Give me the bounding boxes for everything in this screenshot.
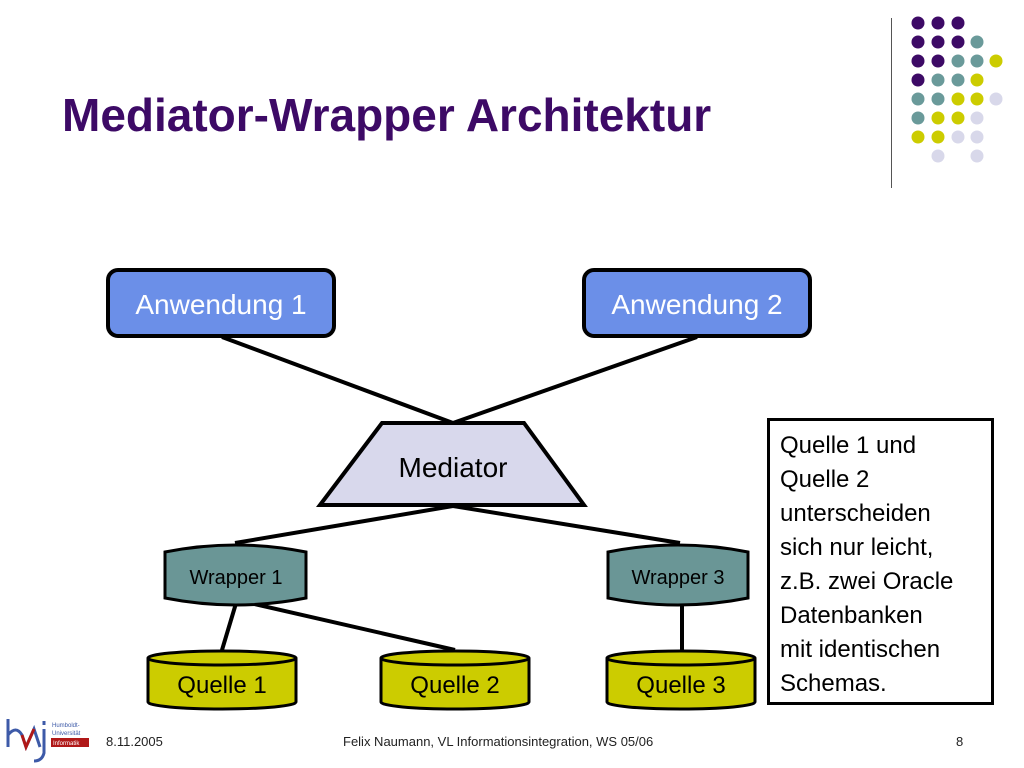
dot	[970, 54, 984, 68]
dot	[911, 130, 925, 144]
footer-date: 8.11.2005	[106, 734, 163, 749]
application-label: Anwendung 2	[611, 289, 782, 320]
note-line: Quelle 2	[780, 466, 870, 493]
logo-text: Informatik	[53, 741, 80, 747]
source-node-2: Quelle 2	[379, 649, 531, 711]
footer-center-text: Felix Naumann, VL Informationsintegratio…	[343, 734, 654, 749]
dot	[911, 16, 925, 30]
edge-app1-mediator	[221, 335, 454, 425]
dot	[931, 73, 945, 87]
dot	[931, 111, 945, 125]
wrapper-label: Wrapper 1	[189, 567, 282, 589]
dot	[931, 149, 945, 163]
note-line: sich nur leicht,	[780, 534, 934, 561]
note-line: unterscheiden	[780, 500, 931, 527]
logo-red-accent	[20, 728, 36, 752]
note-line: Datenbanken	[780, 602, 923, 629]
application-node-1: Anwendung 1	[106, 268, 336, 338]
application-label: Anwendung 1	[135, 289, 306, 320]
title-divider-line	[891, 18, 892, 188]
wrapper-node-1: Wrapper 1	[163, 543, 308, 607]
logo-text: Humboldt-	[52, 723, 80, 729]
edge-wrapper1-source2	[236, 598, 456, 652]
dot	[970, 149, 984, 163]
dot	[911, 54, 925, 68]
note-line: mit identischen	[780, 636, 941, 663]
dot	[951, 130, 965, 144]
note-line: Schemas.	[780, 670, 887, 697]
dot	[931, 16, 945, 30]
wrapper-node-3: Wrapper 3	[606, 543, 750, 607]
edge-mediator-wrapper3	[452, 504, 681, 545]
dot	[951, 54, 965, 68]
dot	[970, 111, 984, 125]
dot	[931, 35, 945, 49]
dot	[970, 130, 984, 144]
logo-text: Universität	[52, 731, 81, 737]
logo-text-bg	[51, 738, 89, 747]
footer-page-number: 8	[956, 734, 964, 749]
mediator-label: Mediator	[399, 452, 508, 483]
source-label: Quelle 2	[410, 672, 499, 699]
dot	[951, 16, 965, 30]
dot	[931, 130, 945, 144]
connectors	[220, 335, 698, 652]
dot	[970, 35, 984, 49]
dot	[931, 54, 945, 68]
dot	[970, 73, 984, 87]
wrapper-label: Wrapper 3	[631, 567, 724, 589]
note-line: Quelle 1 und	[780, 432, 917, 459]
dot	[911, 73, 925, 87]
dot	[951, 111, 965, 125]
dot	[911, 35, 925, 49]
source-label: Quelle 1	[177, 672, 266, 699]
note-box: Quelle 1 und Quelle 2 unterscheiden sich…	[767, 418, 994, 705]
dot	[911, 111, 925, 125]
mediator-node: Mediator	[315, 421, 588, 507]
application-node-2: Anwendung 2	[582, 268, 812, 338]
logo-hi-mark	[6, 719, 46, 763]
source-node-3: Quelle 3	[605, 649, 757, 711]
edge-app2-mediator	[452, 335, 698, 425]
dot	[951, 35, 965, 49]
dot	[911, 92, 925, 106]
dot	[970, 92, 984, 106]
decorative-dot-grid	[911, 16, 1003, 163]
note-line: z.B. zwei Oracle	[780, 568, 954, 595]
dot	[951, 92, 965, 106]
university-logo: Humboldt- Universität Informatik	[6, 719, 89, 763]
slide-title: Mediator-Wrapper Architektur	[62, 89, 712, 141]
dot	[989, 54, 1003, 68]
edge-wrapper1-source1	[220, 599, 239, 651]
source-node-1: Quelle 1	[146, 649, 298, 711]
dot	[989, 92, 1003, 106]
edge-mediator-wrapper1	[234, 504, 454, 545]
source-label: Quelle 3	[636, 672, 725, 699]
dot	[951, 73, 965, 87]
dot	[931, 92, 945, 106]
